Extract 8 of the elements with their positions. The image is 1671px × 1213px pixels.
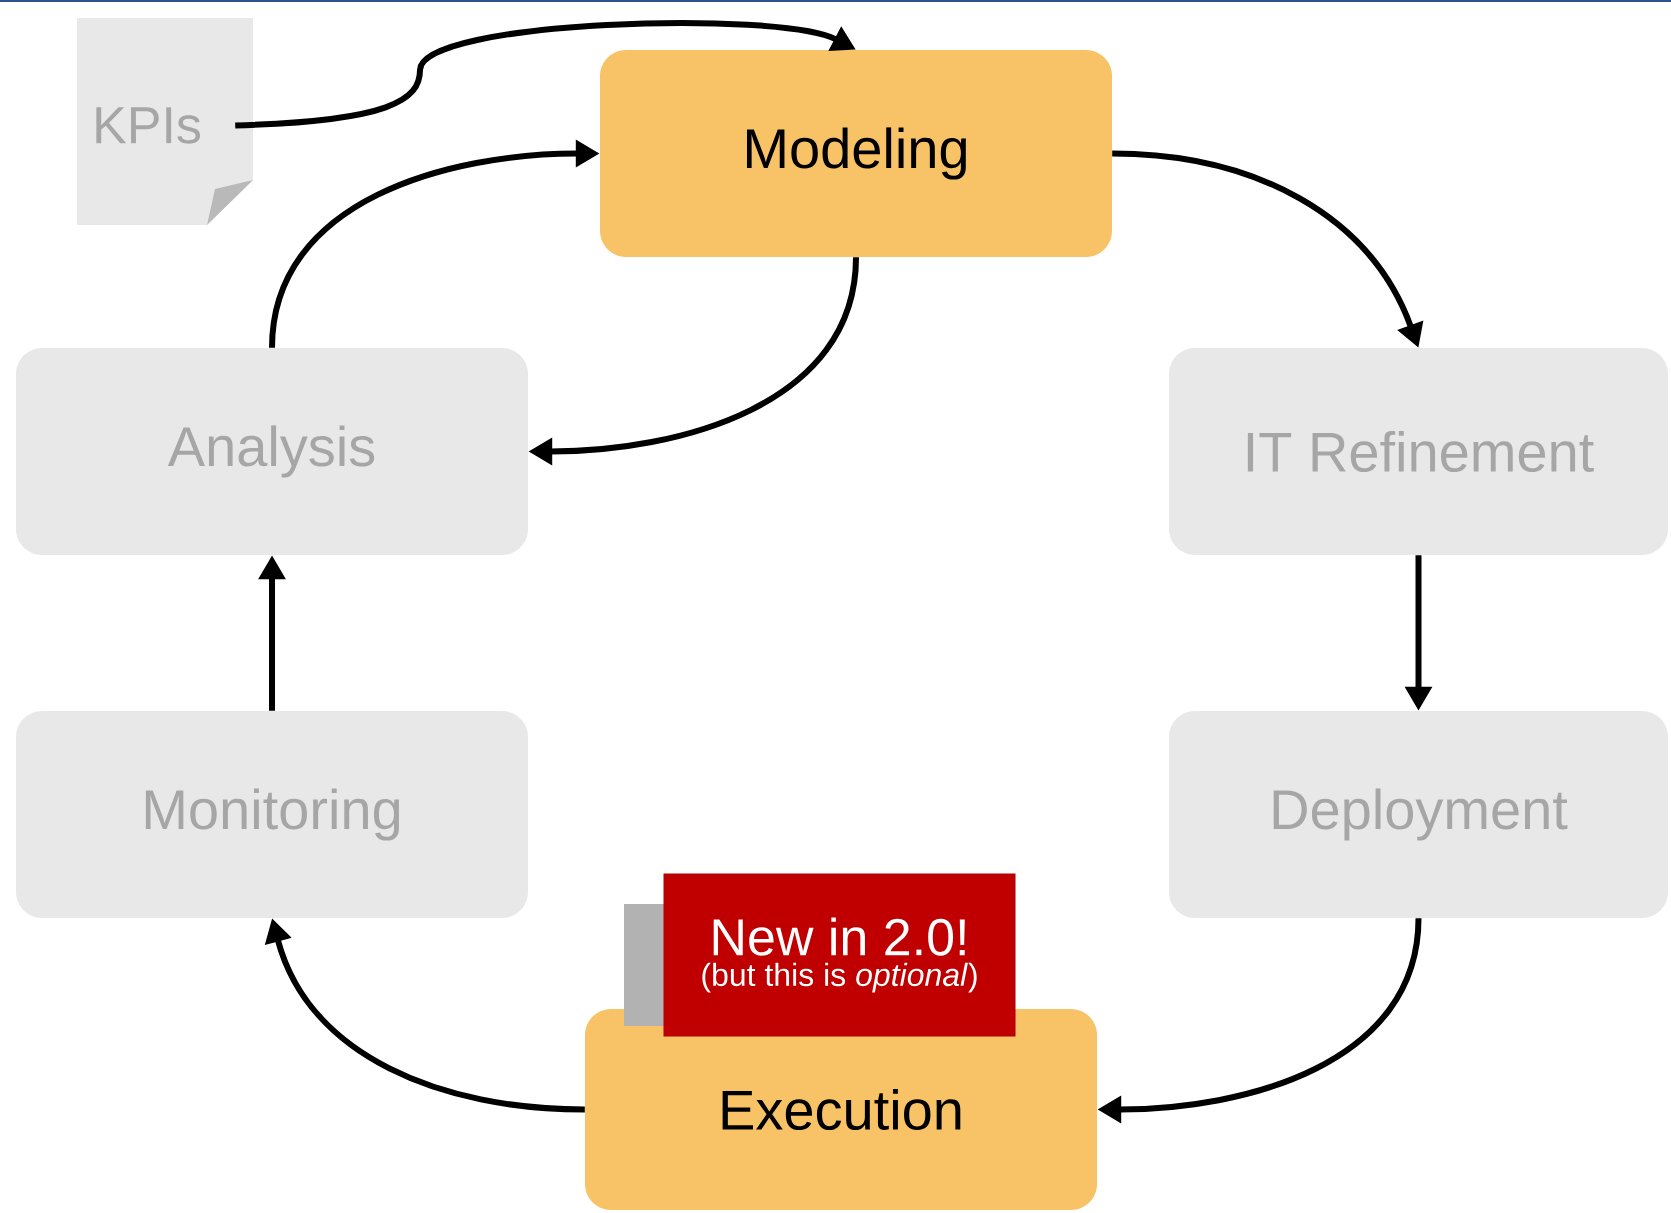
process-box: IT Refinement — [1169, 348, 1668, 555]
process-box: Analysis — [16, 348, 528, 555]
process-box: Execution — [585, 1009, 1097, 1210]
note-sheet: KPIs — [77, 18, 253, 225]
badge: New in 2.0! (but this is optional) — [624, 873, 1016, 1037]
process-box: Monitoring — [16, 711, 528, 918]
process-box: Deployment — [1169, 711, 1668, 918]
process-box: Modeling — [600, 50, 1112, 257]
